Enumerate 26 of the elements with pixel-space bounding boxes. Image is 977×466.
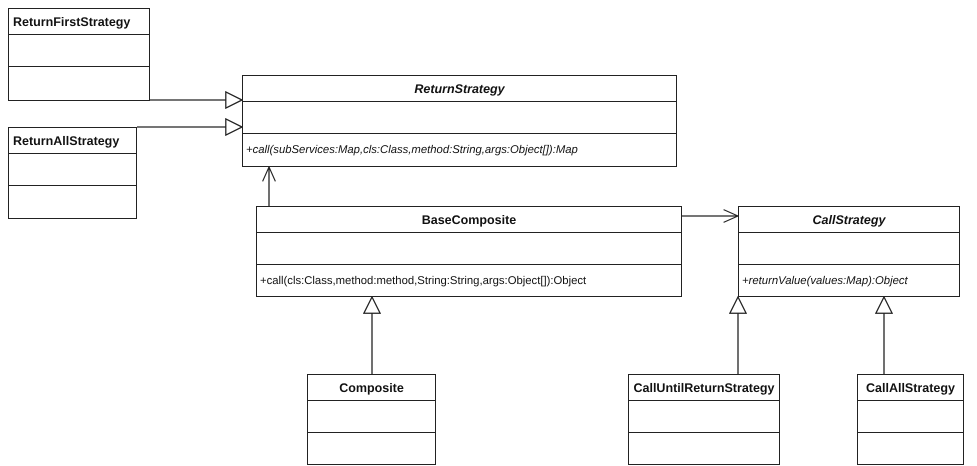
class-box	[738, 206, 960, 297]
generalization-arrow	[729, 296, 747, 374]
class-box	[628, 374, 780, 465]
class-name: ReturnFirstStrategy	[13, 14, 130, 28]
generalization-arrow	[875, 296, 893, 374]
method-signature: +call(subServices:Map,cls:Class,method:String,args:Object[]):Map	[246, 144, 578, 156]
class-box	[307, 374, 436, 465]
class-name: CallUntilReturnStrategy	[634, 380, 774, 394]
class-box	[8, 8, 150, 101]
class-box	[256, 206, 682, 297]
class-box	[857, 374, 964, 465]
class-name: ReturnAllStrategy	[13, 134, 120, 148]
class-name: BaseComposite	[422, 212, 516, 226]
class-name: Composite	[339, 380, 404, 394]
class-box	[242, 75, 677, 167]
method-signature: +call(cls:Class,method:method,String:String,args:Object[]):Object	[260, 274, 586, 286]
method-signature: +returnValue(values:Map):Object	[742, 274, 908, 286]
class-name: CallStrategy	[812, 212, 886, 226]
association-arrow	[262, 166, 276, 206]
class-name: CallAllStrategy	[866, 380, 955, 394]
class-name: ReturnStrategy	[414, 82, 505, 96]
class-box	[8, 127, 137, 219]
generalization-arrow	[150, 91, 243, 109]
generalization-arrow	[363, 296, 381, 374]
association-arrow	[682, 209, 739, 223]
generalization-arrow	[137, 118, 243, 136]
